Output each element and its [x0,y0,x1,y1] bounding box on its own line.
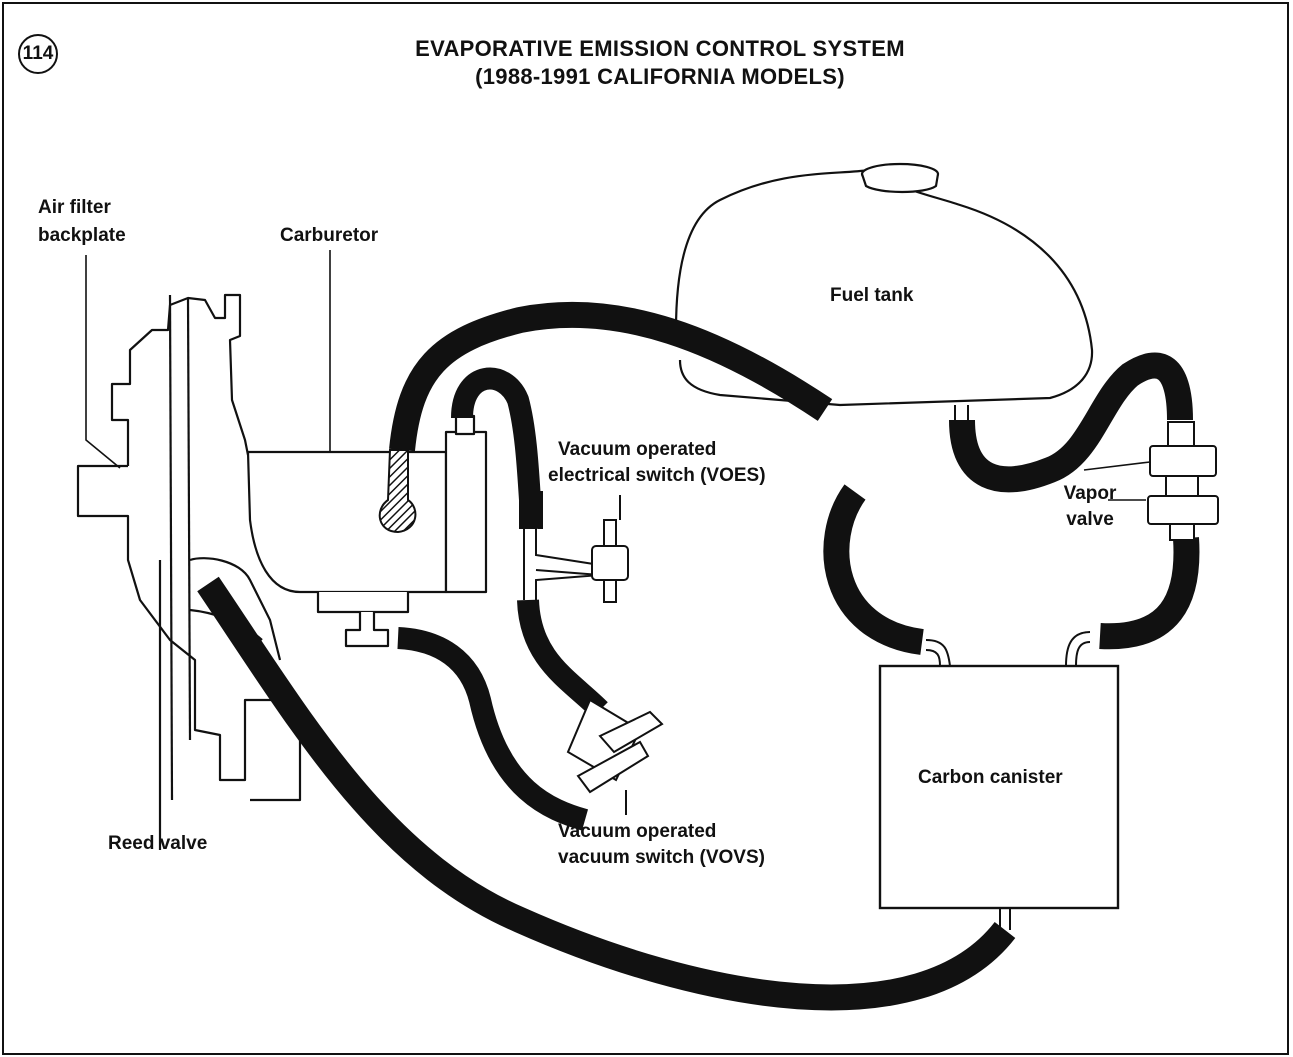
figure-number: 114 [18,34,58,74]
hose-tank-bottom [949,352,1193,493]
hose-carb-to-tank [389,301,833,452]
voes-assembly [519,491,629,603]
label-vovs-2: vacuum switch (VOVS) [558,847,765,868]
hose-carb-to-vovs [397,627,589,831]
label-voes-2: electrical switch (VOES) [548,465,766,486]
hose-tank-to-canister [823,484,925,655]
hose-reed-to-canister [197,576,1016,1011]
vapor-valve [1147,421,1219,541]
leader-lines [85,250,1151,820]
carburetor-hatched-fitting [378,449,417,534]
label-vovs-1: Vacuum operated [558,821,717,842]
label-air-filter-backplate-2: backplate [38,225,126,246]
label-vapor-valve-1: Vapor [1063,483,1117,504]
hose-vapor-valve-to-canister [1099,537,1200,650]
label-air-filter-backplate-1: Air filter [38,197,111,218]
hose-voes-lower [517,599,608,718]
label-vapor-valve-2: valve [1066,509,1114,530]
label-carburetor: Carburetor [280,225,379,246]
vapor-hoses [197,301,1200,1011]
label-carbon-canister: Carbon canister [918,767,1063,788]
fuel-tank [674,162,1094,407]
figure-title-line-2: (1988-1991 CALIFORNIA MODELS) [475,64,845,89]
figure-title-line-1: EVAPORATIVE EMISSION CONTROL SYSTEM [415,36,905,61]
pipe-stubs [925,405,1091,930]
label-fuel-tank: Fuel tank [830,285,914,306]
carburetor-body [246,414,488,648]
label-voes-1: Vacuum operated [558,439,717,460]
vovs-assembly [566,698,664,815]
hose-carb-top-loop [451,367,541,501]
label-reed-valve: Reed valve [108,833,208,854]
